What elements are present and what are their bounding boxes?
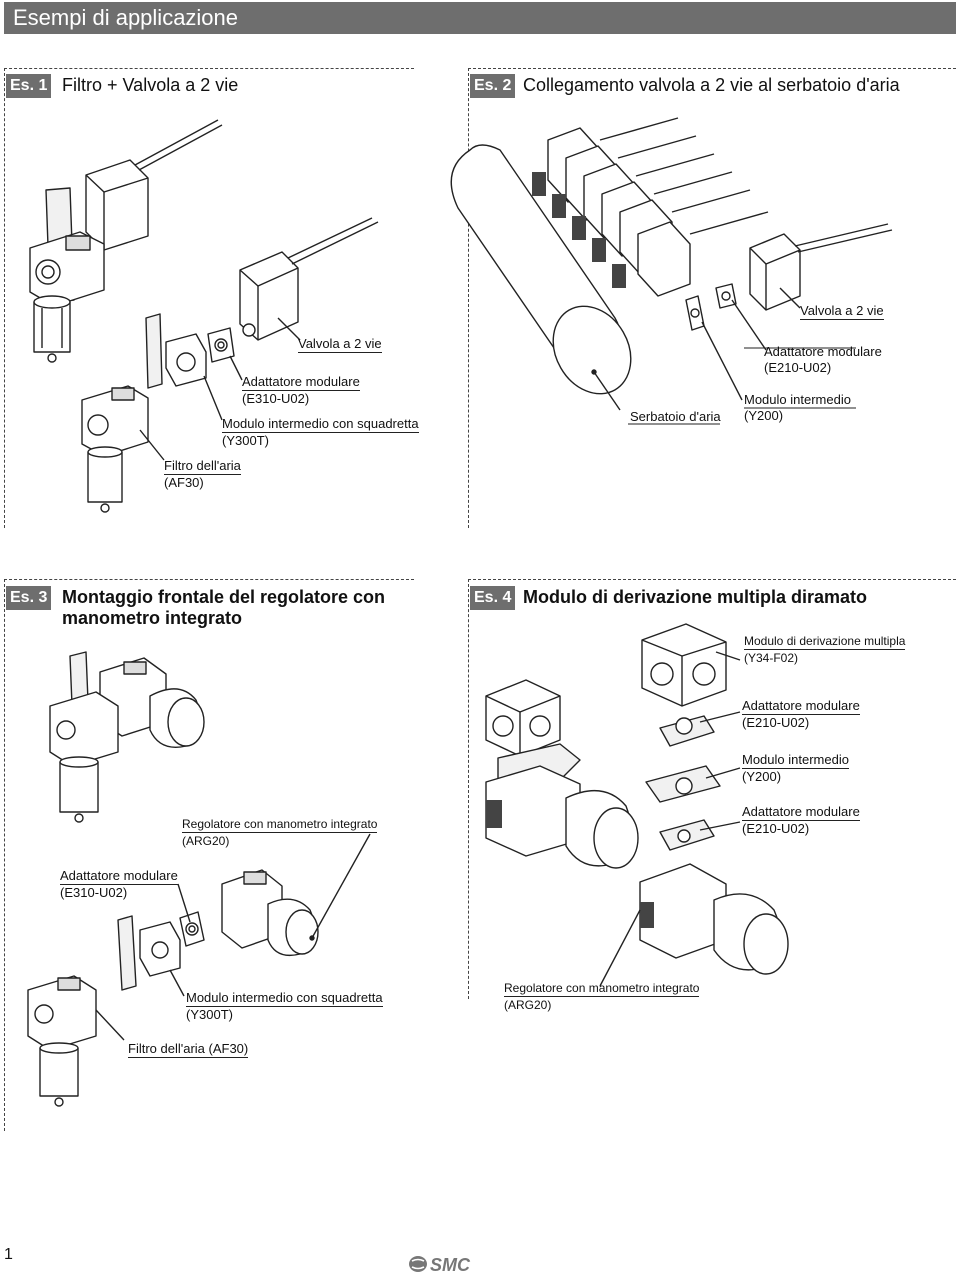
es4-label-adapter-1-code: (E210-U02) xyxy=(742,715,810,730)
divider-es2-top xyxy=(468,68,956,69)
es1-label-filter-name: Filtro dell'aria xyxy=(164,458,241,475)
es1-assembled-unit xyxy=(29,119,223,363)
es3-label-spacer-code: (Y300T) xyxy=(186,1007,233,1022)
divider-es4-top xyxy=(468,579,956,580)
es4-title: Modulo di derivazione multipla diramato xyxy=(523,587,868,607)
es1-badge: Es. 1 xyxy=(6,74,52,98)
divider-es3-top xyxy=(4,579,414,580)
es2-label-tank: Serbatoio d'aria xyxy=(630,409,721,425)
es3-title-line1: Montaggio frontale del regolatore con xyxy=(62,587,386,607)
es2-label-valve-text: Valvola a 2 vie xyxy=(800,303,884,320)
header-bar: Esempi di applicazione xyxy=(4,2,956,34)
es3-badge: Es. 3 xyxy=(6,586,52,610)
smc-logo-text: SMC xyxy=(430,1255,471,1275)
es1-label-valve-text: Valvola a 2 vie xyxy=(298,336,382,353)
es1-label-spacer: Modulo intermedio con squadretta (Y300T) xyxy=(222,416,419,449)
es4-label-adapter-1: Adattatore modulare (E210-U02) xyxy=(742,698,860,731)
es4-label-adapter-1-name: Adattatore modulare xyxy=(742,698,860,715)
es3-label-spacer: Modulo intermedio con squadretta (Y300T) xyxy=(186,990,383,1023)
es1-label-adapter-code: (E310-U02) xyxy=(242,391,310,406)
es3-label-regulator-name: Regolatore con manometro integrato xyxy=(182,817,378,833)
es4-label-manifold-name: Modulo di derivazione multipla xyxy=(744,634,906,650)
es3-label-adapter-name: Adattatore modulare xyxy=(60,868,178,885)
es2-label-spacer-code: (Y200) xyxy=(744,408,784,423)
smc-logo: SMC xyxy=(409,1255,471,1275)
divider-es2-left xyxy=(468,68,469,528)
es3-exploded-filter xyxy=(27,915,185,1107)
es1-label-adapter-name: Adattatore modulare xyxy=(242,374,360,391)
es4-label-manifold-code: (Y34-F02) xyxy=(744,651,799,665)
es4-exploded-regulator xyxy=(599,863,789,987)
es1-label-filter-code: (AF30) xyxy=(164,475,204,490)
es4-label-adapter-2-name: Adattatore modulare xyxy=(742,804,860,821)
es1-label-spacer-code: (Y300T) xyxy=(222,433,269,448)
es3-title: Montaggio frontale del regolatore con ma… xyxy=(62,587,385,629)
es3-label-regulator: Regolatore con manometro integrato (ARG2… xyxy=(182,816,378,849)
es3-assembled-unit xyxy=(49,651,205,823)
page-title: Esempi di applicazione xyxy=(13,5,239,30)
es1-label-spacer-name: Modulo intermedio con squadretta xyxy=(222,416,419,433)
es3-exploded-regulator xyxy=(177,833,371,957)
es2-valve-row xyxy=(532,117,769,297)
es2-label-spacer-name: Modulo intermedio xyxy=(744,392,851,407)
es1-exploded-parts xyxy=(81,313,243,513)
es4-label-regulator: Regolatore con manometro integrato (ARG2… xyxy=(504,980,700,1013)
es4-label-regulator-code: (ARG20) xyxy=(504,998,552,1012)
es3-label-spacer-name: Modulo intermedio con squadretta xyxy=(186,990,383,1007)
es2-label-adapter-name: Adattatore modulare xyxy=(764,344,882,359)
divider-es3-left xyxy=(4,579,5,1131)
es4-label-adapter-2: Adattatore modulare (E210-U02) xyxy=(742,804,860,837)
es4-label-spacer: Modulo intermedio (Y200) xyxy=(742,752,849,785)
es4-label-spacer-code: (Y200) xyxy=(742,769,782,784)
es3-label-regulator-code: (ARG20) xyxy=(182,834,230,848)
es3-label-filter: Filtro dell'aria (AF30) xyxy=(128,1041,249,1058)
divider-es4-left xyxy=(468,579,469,999)
es3-title-line2: manometro integrato xyxy=(62,608,243,628)
es1-label-adapter: Adattatore modulare (E310-U02) xyxy=(242,374,360,407)
es2-label-adapter-code: (E210-U02) xyxy=(764,360,832,375)
page-number: 1 xyxy=(4,1246,13,1263)
leader-lines xyxy=(628,347,856,425)
es4-label-adapter-2-code: (E210-U02) xyxy=(742,821,810,836)
es4-assembled-unit xyxy=(485,679,639,869)
divider-es1-top xyxy=(4,68,414,69)
es4-exploded-manifold xyxy=(641,623,741,707)
es2-label-spacer: Modulo intermedio (Y200) xyxy=(744,392,851,424)
es2-exploded-valve xyxy=(685,223,893,401)
es2-label-tank-text: Serbatoio d'aria xyxy=(630,409,721,424)
es1-label-valve: Valvola a 2 vie xyxy=(298,336,382,353)
es1-exploded-valve xyxy=(239,217,379,341)
divider-es1-left xyxy=(4,68,5,528)
es2-title: Collegamento valvola a 2 vie al serbatoi… xyxy=(523,75,900,95)
es4-exploded-parts xyxy=(645,711,741,851)
es2-air-tank xyxy=(450,144,632,411)
es2-label-valve: Valvola a 2 vie xyxy=(800,303,884,320)
es3-label-adapter: Adattatore modulare (E310-U02) xyxy=(60,868,178,901)
es4-label-manifold: Modulo di derivazione multipla (Y34-F02) xyxy=(744,633,906,666)
es4-label-regulator-name: Regolatore con manometro integrato xyxy=(504,981,700,997)
es4-badge: Es. 4 xyxy=(470,586,516,610)
es1-label-filter: Filtro dell'aria (AF30) xyxy=(164,458,241,491)
es2-label-adapter: Adattatore modulare (E210-U02) xyxy=(764,344,882,376)
es3-label-adapter-code: (E310-U02) xyxy=(60,885,128,900)
es3-label-filter-text: Filtro dell'aria (AF30) xyxy=(128,1041,249,1056)
es1-title: Filtro + Valvola a 2 vie xyxy=(62,75,239,95)
es2-badge: Es. 2 xyxy=(470,74,516,98)
es4-label-spacer-name: Modulo intermedio xyxy=(742,752,849,769)
